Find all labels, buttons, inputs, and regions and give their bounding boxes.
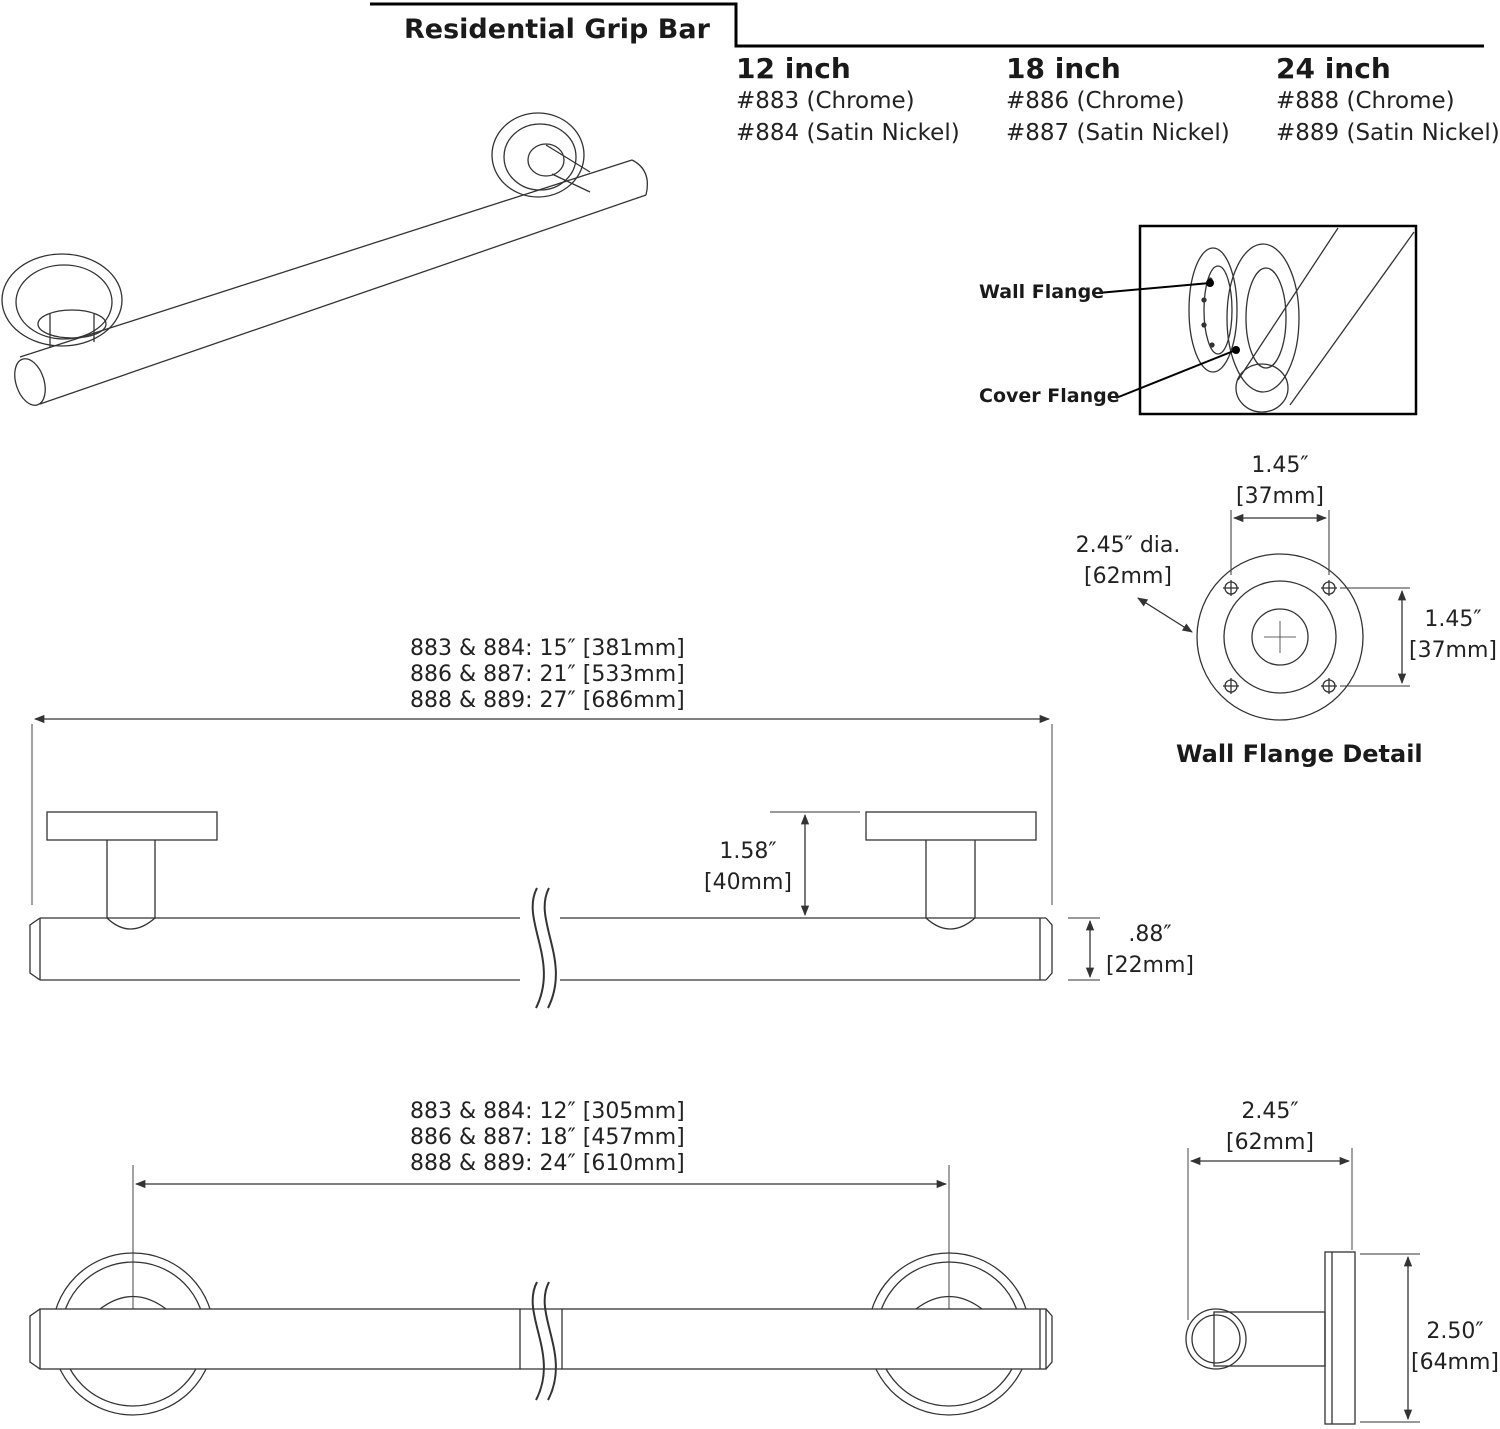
dim-mm: [37mm] [1235, 484, 1325, 509]
overall-length-886-887: 886 & 887: 21″ [533mm] [410, 662, 685, 687]
dim-mm: [22mm] [1105, 953, 1195, 978]
dim-mm: [62mm] [1083, 564, 1173, 589]
satin-part-number: #887 (Satin Nickel) [1006, 120, 1230, 146]
center-length-886-887: 886 & 887: 18″ [457mm] [410, 1125, 685, 1150]
cover-flange-callout: Cover Flange [979, 385, 1120, 407]
flange-diameter: 2.45″ dia. [62mm] [1068, 530, 1188, 592]
side-view-drawing [29, 714, 1100, 1009]
dim-inches: 1.58″ [719, 839, 777, 864]
dim-inches: 1.45″ [1251, 453, 1309, 478]
header-rule [370, 2, 1484, 48]
size-label: 24 inch [1276, 52, 1391, 85]
center-length-888-889: 888 & 889: 24″ [610mm] [410, 1151, 685, 1176]
end-view-height-dim: 2.50″ [64mm] [1410, 1316, 1500, 1378]
flange-hole-spacing-side: 1.45″ [37mm] [1406, 604, 1500, 666]
front-view-drawing [29, 1165, 1053, 1416]
dim-mm: [40mm] [703, 870, 793, 895]
dim-inches: 2.50″ [1426, 1319, 1484, 1344]
dim-mm: [62mm] [1225, 1130, 1315, 1155]
chrome-part-number: #888 (Chrome) [1276, 88, 1455, 114]
size-label: 12 inch [736, 52, 851, 85]
wall-flange-callout: Wall Flange [979, 281, 1105, 303]
end-view-width-dim: 2.45″ [62mm] [1220, 1096, 1320, 1158]
size-column-18: 18 inch #886 (Chrome) #887 (Satin Nickel… [1006, 52, 1230, 149]
dim-inches: 2.45″ dia. [1075, 533, 1181, 558]
flange-callout-inset [1097, 224, 1418, 416]
dim-inches: 2.45″ [1241, 1099, 1299, 1124]
chrome-part-number: #883 (Chrome) [736, 88, 915, 114]
center-length-883-884: 883 & 884: 12″ [305mm] [410, 1099, 685, 1124]
end-view-drawing [1185, 1148, 1420, 1425]
flange-detail-title: Wall Flange Detail [1176, 740, 1423, 768]
dim-inches: 1.45″ [1424, 607, 1482, 632]
satin-part-number: #889 (Satin Nickel) [1276, 120, 1500, 146]
chrome-part-number: #886 (Chrome) [1006, 88, 1185, 114]
dim-inches: .88″ [1128, 922, 1172, 947]
dim-mm: [37mm] [1408, 638, 1498, 663]
size-column-24: 24 inch #888 (Chrome) #889 (Satin Nickel… [1276, 52, 1500, 149]
tube-diameter-dim: .88″ [22mm] [1100, 919, 1200, 981]
size-column-12: 12 inch #883 (Chrome) #884 (Satin Nickel… [736, 52, 960, 149]
center-to-center-dims: 883 & 884: 12″ [305mm] 886 & 887: 18″ [4… [410, 1099, 685, 1177]
projection-dim: 1.58″ [40mm] [698, 836, 798, 898]
page-title: Residential Grip Bar [404, 14, 710, 45]
size-label: 18 inch [1006, 52, 1121, 85]
flange-hole-spacing-top: 1.45″ [37mm] [1230, 450, 1330, 512]
overall-length-888-889: 888 & 889: 27″ [686mm] [410, 688, 685, 713]
overall-length-883-884: 883 & 884: 15″ [381mm] [410, 636, 685, 661]
wall-flange-detail-drawing [1137, 510, 1410, 721]
overall-length-dims: 883 & 884: 15″ [381mm] 886 & 887: 21″ [5… [410, 636, 685, 714]
satin-part-number: #884 (Satin Nickel) [736, 120, 960, 146]
dim-mm: [64mm] [1410, 1350, 1500, 1375]
isometric-grip-bar [1, 112, 649, 406]
